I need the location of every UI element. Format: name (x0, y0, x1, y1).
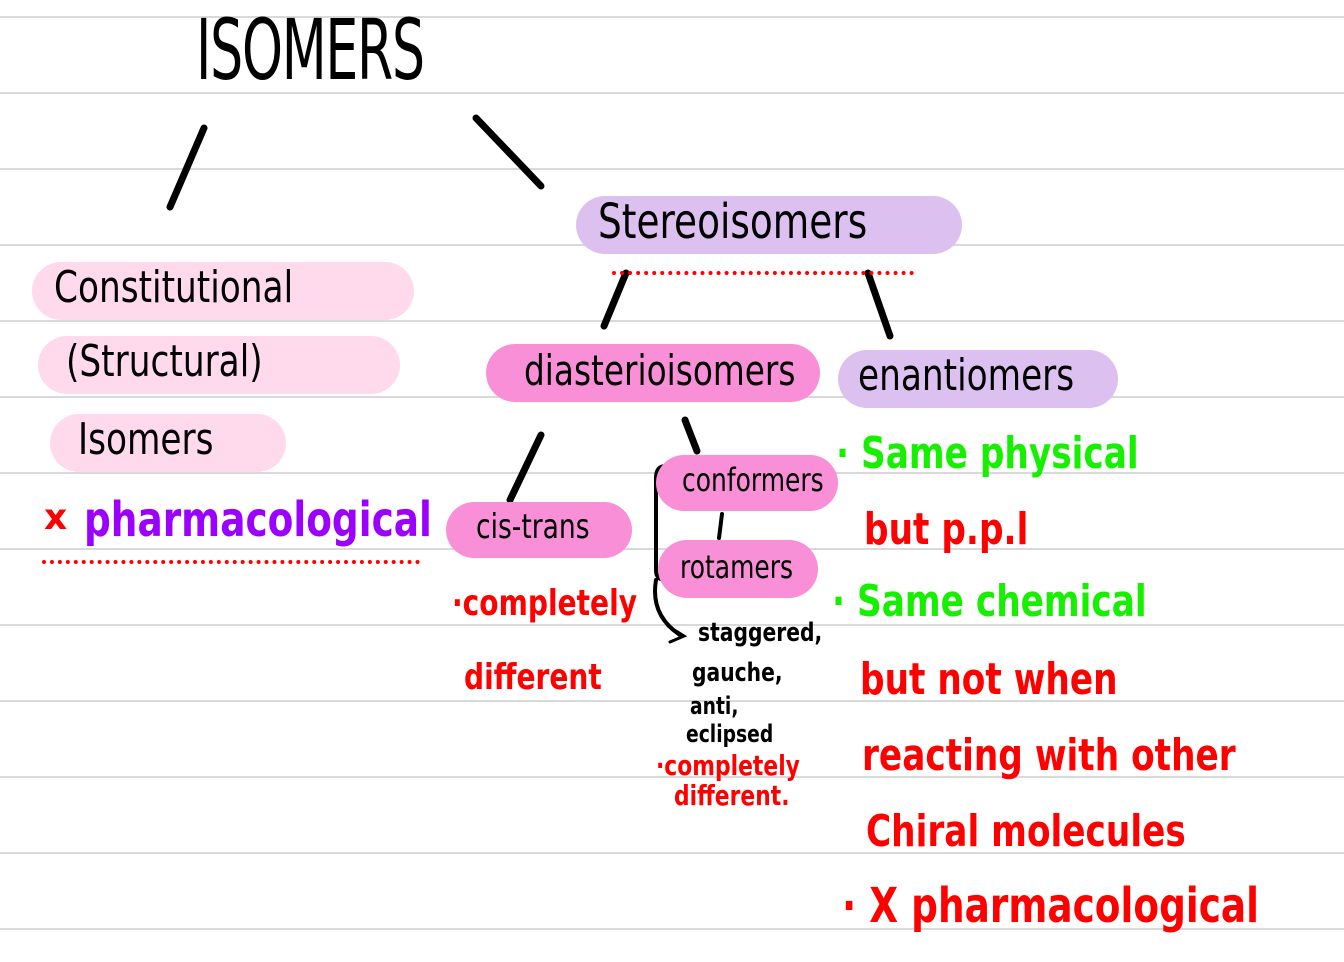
conformers-note-line1: ·completely (656, 749, 800, 782)
conf-type-eclipsed: eclipsed (686, 720, 774, 748)
cis-trans-highlight (446, 502, 632, 558)
enantiomer-note-1: · Same physical (836, 428, 1139, 479)
connector-stereo-to-enantiomers (864, 269, 894, 340)
isomers-highlight (50, 414, 286, 472)
structural-highlight (38, 336, 400, 394)
page-title: ISOMERS (196, 1, 425, 99)
enantiomer-note-6: Chiral molecules (866, 806, 1186, 857)
diastereoisomers-highlight (486, 344, 820, 402)
connector-isomers-to-stereoisomers (472, 114, 545, 190)
connector-stereo-to-diastereo (600, 269, 630, 330)
constitutional-highlight (32, 262, 414, 320)
stereoisomers-label: Stereoisomers (598, 194, 868, 250)
enantiomer-note-5: reacting with other (862, 730, 1236, 781)
conformers-note-line2: different. (674, 779, 790, 812)
structural-label: (Structural) (66, 336, 263, 387)
pharmacological-note-left: pharmacological (84, 492, 432, 548)
rotamers-label: rotamers (680, 548, 794, 586)
connector-diastereo-to-cistrans (506, 431, 545, 504)
arrow-head (666, 624, 688, 644)
stereoisomers-highlight (576, 196, 962, 254)
constitutional-label: Constitutional (54, 262, 294, 313)
enantiomers-label: enantiomers (858, 350, 1075, 401)
connector-diastereo-to-conformers (681, 416, 701, 455)
dotted-underline-stereo (612, 271, 914, 275)
isomers-label: Isomers (78, 414, 214, 465)
connector-conformers-to-rotamers (717, 512, 724, 540)
cis-trans-label: cis-trans (476, 507, 590, 547)
enantiomer-note-7: · X pharmacological (842, 878, 1260, 934)
conf-type-anti: anti, (690, 692, 739, 720)
conformers-highlight (656, 455, 838, 511)
x-mark: x (44, 497, 68, 538)
diastereoisomers-label: diasterioisomers (524, 346, 796, 395)
cis-trans-note-line2: different (464, 657, 602, 698)
enantiomers-highlight (838, 350, 1118, 408)
conf-type-gauche: gauche, (692, 658, 783, 688)
enantiomer-note-4: but not when (860, 654, 1118, 705)
conf-type-staggered: staggered, (698, 618, 823, 648)
cis-trans-note-line1: ·completely (452, 583, 638, 624)
conformers-label: conformers (682, 461, 824, 499)
enantiomer-note-3: · Same chemical (832, 576, 1147, 627)
enantiomer-note-2: but p.p.l (864, 504, 1029, 555)
dotted-underline-left (42, 560, 420, 564)
connector-isomers-to-constitutional (166, 124, 208, 211)
rotamers-highlight (658, 540, 818, 598)
